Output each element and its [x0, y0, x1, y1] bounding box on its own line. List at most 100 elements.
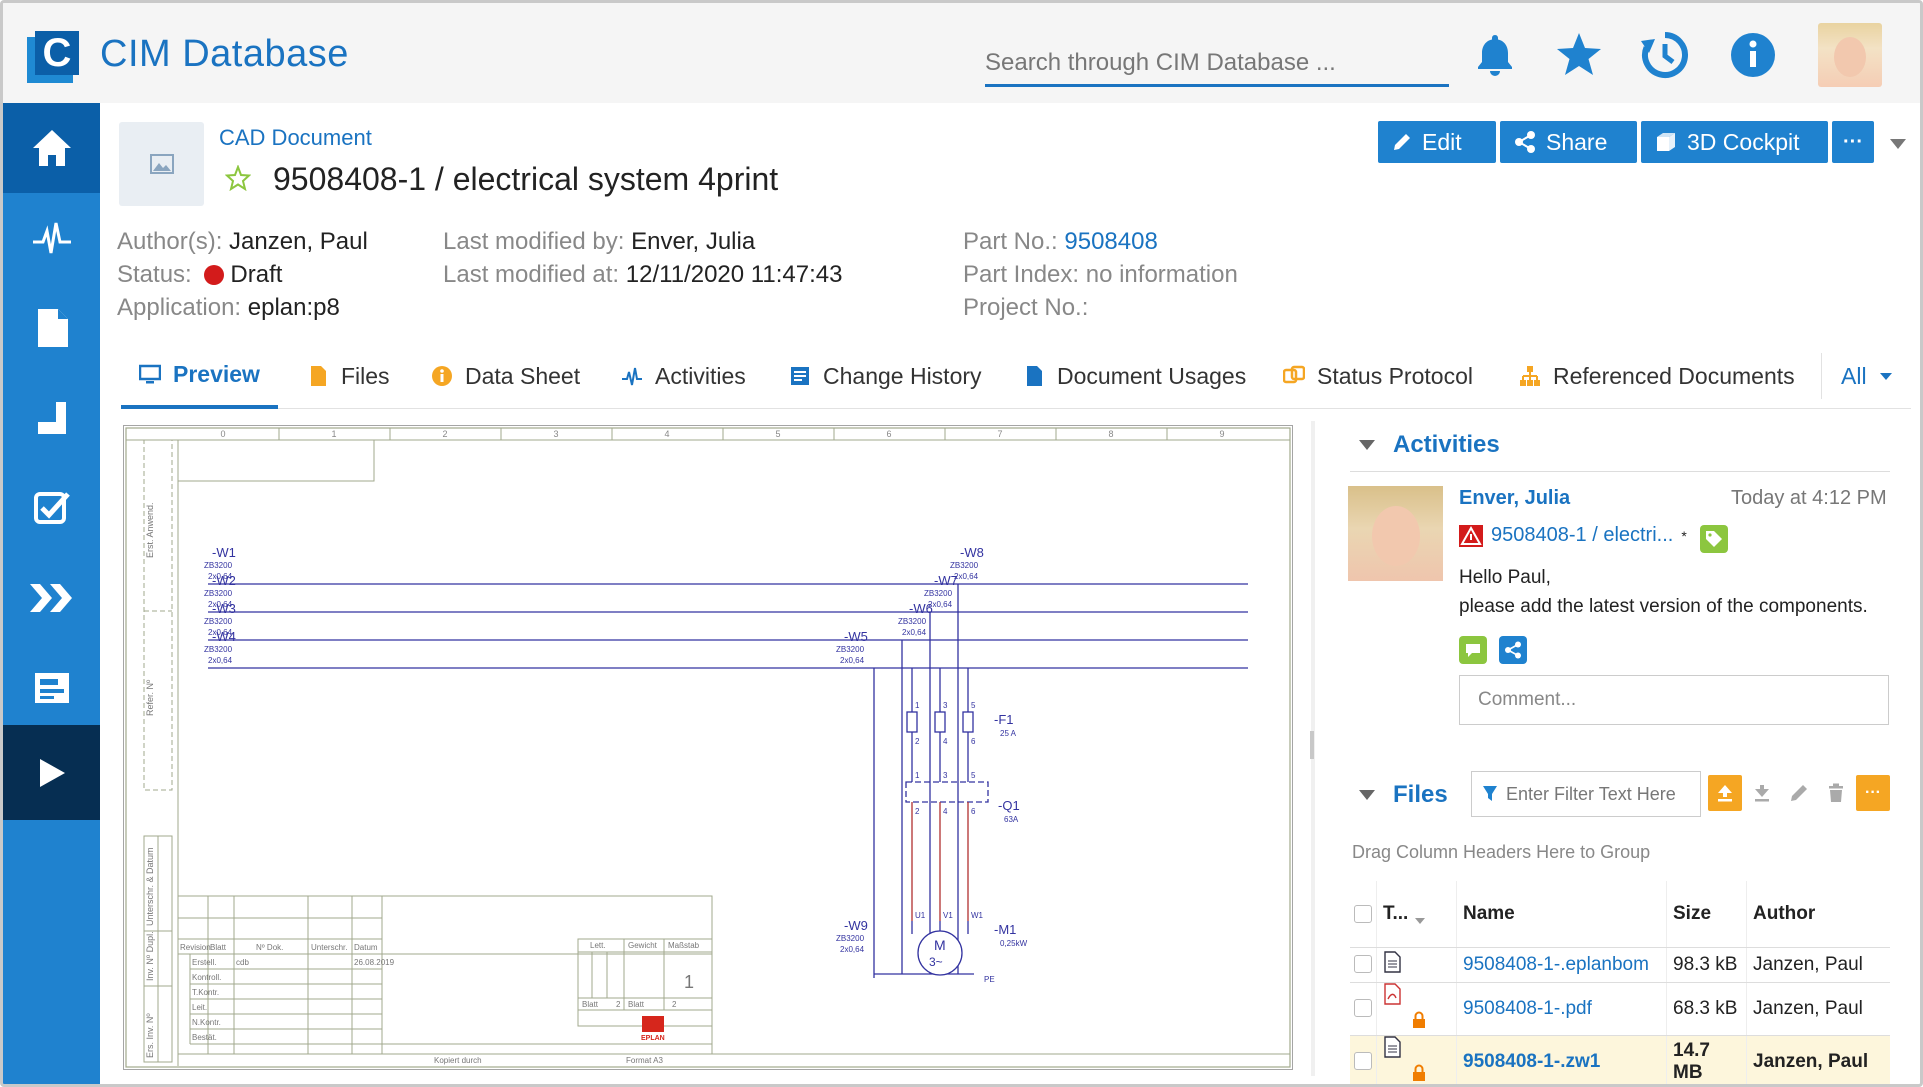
part-index-value: no information [1085, 261, 1238, 288]
info-icon[interactable] [1727, 29, 1779, 81]
column-size[interactable]: Size [1666, 881, 1747, 948]
svg-text:ZB3200: ZB3200 [898, 617, 927, 626]
svg-text:Erstell.: Erstell. [192, 958, 216, 967]
tab-change-history[interactable]: Change History [789, 343, 982, 409]
modified-at-value: 12/11/2020 11:47:43 [625, 261, 843, 288]
drawing-column-label: 5 [776, 429, 781, 439]
upload-icon[interactable] [1708, 775, 1742, 811]
tab-files[interactable]: Files [307, 343, 390, 409]
tab-data-sheet[interactable]: Data Sheet [431, 343, 580, 409]
splitter-handle[interactable] [1310, 731, 1314, 759]
tab-preview[interactable]: Preview [121, 343, 278, 409]
search-input[interactable] [985, 39, 1449, 83]
drawing-column-label: 9 [1220, 429, 1225, 439]
tag-icon[interactable] [1700, 525, 1728, 553]
cim-logo[interactable]: C [27, 31, 79, 83]
column-name[interactable]: Name [1456, 881, 1667, 948]
side-label-inv: Inv. Nº Dupl. [145, 931, 155, 981]
pencil-icon [1394, 134, 1410, 150]
application-value: eplan:p8 [247, 294, 340, 321]
tab-status-protocol[interactable]: Status Protocol [1283, 343, 1473, 409]
sidebar-item-home[interactable] [3, 103, 100, 193]
column-author[interactable]: Author [1746, 881, 1890, 948]
edit-icon[interactable] [1782, 775, 1816, 811]
favorite-star-icon[interactable] [224, 164, 252, 196]
row-checkbox[interactable] [1354, 955, 1372, 974]
tab-activities[interactable]: Activities [621, 343, 746, 409]
table-row[interactable]: 9508408-1-.eplanbom 98.3 kB Janzen, Paul [1350, 947, 1890, 983]
file-name-link[interactable]: 9508408-1-.pdf [1463, 997, 1592, 1019]
share-icon[interactable] [1499, 636, 1527, 664]
comment-input[interactable]: Comment... [1459, 675, 1889, 725]
star-icon[interactable] [1553, 29, 1605, 81]
meta-col-1: Author(s): Janzen, Paul Status: Draft Ap… [117, 228, 368, 321]
history-icon[interactable] [1639, 29, 1691, 81]
drawing-column-label: 2 [443, 429, 448, 439]
column-type[interactable]: T... [1376, 881, 1457, 948]
svg-text:Nº Dok.: Nº Dok. [256, 943, 283, 952]
file-name-link[interactable]: 9508408-1-.zw1 [1463, 1050, 1601, 1072]
row-checkbox[interactable] [1354, 1052, 1372, 1071]
svg-text:5: 5 [971, 701, 976, 710]
sort-chevron-icon [1414, 917, 1425, 924]
table-row[interactable]: 9508408-1-.pdf 68.3 kB Janzen, Paul [1350, 982, 1890, 1036]
info-circle-icon [432, 366, 452, 386]
drawing-column-label: 0 [221, 429, 226, 439]
sidebar-item-documents[interactable] [3, 283, 100, 373]
trash-icon[interactable] [1819, 775, 1853, 811]
row-checkbox[interactable] [1354, 999, 1372, 1018]
more-actions-button[interactable]: ··· [1832, 121, 1874, 163]
tab-all-dropdown[interactable]: All [1841, 343, 1893, 409]
sidebar-item-workflows[interactable] [3, 553, 100, 643]
svg-text:6: 6 [971, 807, 976, 816]
svg-text:2x0,64: 2x0,64 [208, 600, 233, 609]
global-search[interactable] [985, 39, 1449, 87]
meta-col-3: Part No.: 9508408 Part Index: no informa… [963, 228, 1238, 321]
drawing-column-label: 8 [1109, 429, 1114, 439]
table-row-selected[interactable]: 9508408-1-.zw1 14.7 MB Janzen, Paul [1350, 1035, 1890, 1084]
document-tabs: Preview Files Data Sheet Activities Chan… [121, 343, 1911, 409]
tab-document-usages[interactable]: Document Usages [1023, 343, 1246, 409]
play-icon [39, 758, 65, 787]
sidebar-item-parts[interactable] [3, 373, 100, 463]
chevron-down-icon[interactable] [1889, 137, 1907, 155]
more-files-button[interactable]: ··· [1856, 775, 1890, 811]
svg-text:ZB3200: ZB3200 [204, 645, 233, 654]
wire-label: -W5 [844, 629, 868, 644]
share-button[interactable]: Share [1500, 121, 1637, 163]
3d-cockpit-button[interactable]: 3D Cockpit [1641, 121, 1828, 163]
status-value: Draft [230, 261, 283, 288]
activity-avatar[interactable] [1348, 486, 1443, 581]
scale-value: 1 [684, 972, 694, 992]
bell-icon[interactable] [1469, 29, 1521, 81]
user-avatar[interactable] [1818, 23, 1882, 87]
motor-symbol: M [934, 937, 946, 953]
wire-label: -W9 [844, 918, 868, 933]
activities-header[interactable]: Activities [1359, 431, 1500, 459]
wire-label: -W6 [909, 601, 933, 616]
comment-bubble-icon[interactable] [1459, 636, 1487, 664]
svg-text:W1: W1 [971, 911, 984, 920]
files-header[interactable]: Files [1359, 781, 1448, 809]
sidebar-item-expand[interactable] [3, 725, 100, 820]
file-size: 68.3 kB [1666, 982, 1747, 1036]
part-no-link[interactable]: 9508408 [1064, 228, 1158, 255]
activity-author[interactable]: Enver, Julia [1459, 487, 1571, 509]
sidebar-item-dashboard[interactable] [3, 643, 100, 733]
share-icon [1515, 131, 1535, 153]
select-all-checkbox[interactable] [1354, 904, 1372, 923]
tab-referenced-documents[interactable]: Referenced Documents [1519, 343, 1795, 409]
svg-text:Kopiert durch: Kopiert durch [434, 1056, 482, 1065]
sidebar-item-tasks[interactable] [3, 463, 100, 553]
download-icon[interactable] [1745, 775, 1779, 811]
svg-text:ZB3200: ZB3200 [204, 561, 233, 570]
svg-text:Datum: Datum [354, 943, 378, 952]
file-name-link[interactable]: 9508408-1-.eplanbom [1463, 953, 1649, 975]
activity-document-link[interactable]: 9508408-1 / electri... * [1459, 524, 1687, 547]
edit-button[interactable]: Edit [1378, 121, 1496, 163]
sidebar-item-activity[interactable] [3, 193, 100, 283]
drawing-column-label: 7 [998, 429, 1003, 439]
svg-text:Format A3: Format A3 [626, 1056, 663, 1065]
files-filter-input[interactable]: Enter Filter Text Here [1471, 771, 1701, 817]
